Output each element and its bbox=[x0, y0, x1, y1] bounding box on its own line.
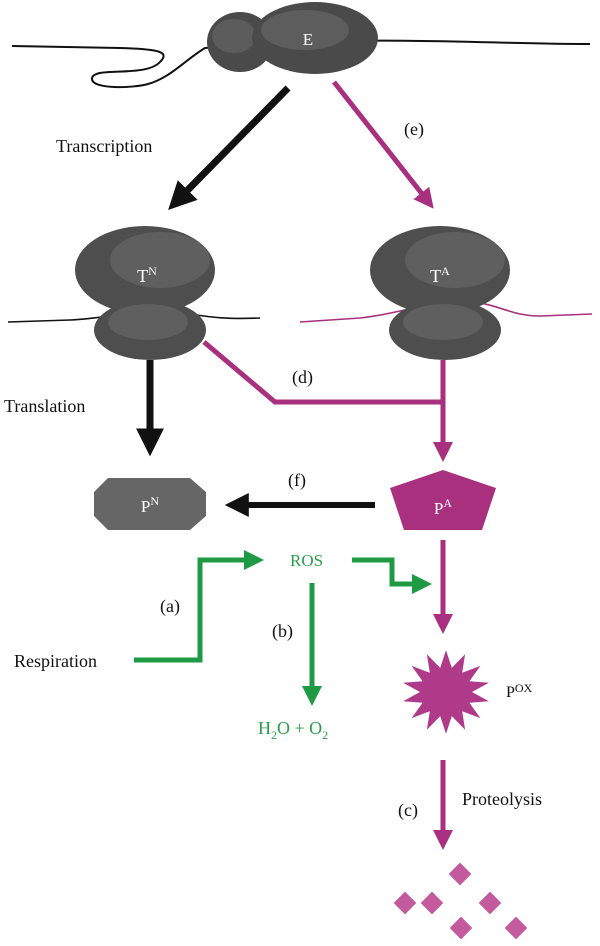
respiration-label: Respiration bbox=[14, 651, 97, 671]
water-oxygen-label: H2O + O2 bbox=[258, 718, 328, 742]
enzyme-e-label: E bbox=[303, 30, 313, 49]
ribosome-ta: TA bbox=[370, 226, 510, 360]
proteolysis-label: Proteolysis bbox=[462, 789, 542, 809]
e-arrow bbox=[332, 80, 434, 209]
protein-pox: POX bbox=[403, 650, 533, 734]
translation-label: Translation bbox=[4, 396, 85, 416]
protein-pox-label: POX bbox=[506, 681, 533, 701]
b-label: (b) bbox=[272, 621, 293, 642]
transcription-arrow bbox=[168, 85, 291, 210]
fragment bbox=[420, 891, 444, 915]
a-label: (a) bbox=[160, 596, 180, 617]
ribosome-tn: TN bbox=[75, 226, 215, 360]
fragment bbox=[478, 891, 502, 915]
ribosome-tn-label: TN bbox=[137, 264, 157, 286]
ros-label: ROS bbox=[290, 551, 323, 570]
protein-pn: PN bbox=[94, 478, 206, 530]
enzyme-e: E bbox=[207, 2, 378, 74]
d-label: (d) bbox=[292, 367, 313, 388]
ros-to-oxidation-arrow bbox=[352, 557, 432, 594]
transcription-label: Transcription bbox=[56, 136, 152, 156]
protein-pa-label: PA bbox=[434, 496, 452, 518]
c-label: (c) bbox=[398, 800, 418, 821]
protein-pn-label: PN bbox=[141, 494, 159, 516]
ribosome-ta-label: TA bbox=[430, 264, 450, 286]
e-label: (e) bbox=[404, 119, 424, 140]
fragment bbox=[448, 862, 472, 886]
peptide-fragments bbox=[393, 862, 528, 940]
d-path bbox=[202, 340, 443, 405]
fragment bbox=[504, 916, 528, 940]
fragment bbox=[449, 916, 473, 940]
a-arrow bbox=[134, 550, 264, 663]
f-label: (f) bbox=[288, 470, 306, 491]
protein-pa: PA bbox=[390, 470, 496, 530]
fragment bbox=[393, 891, 417, 915]
dna-strand bbox=[11, 39, 591, 89]
